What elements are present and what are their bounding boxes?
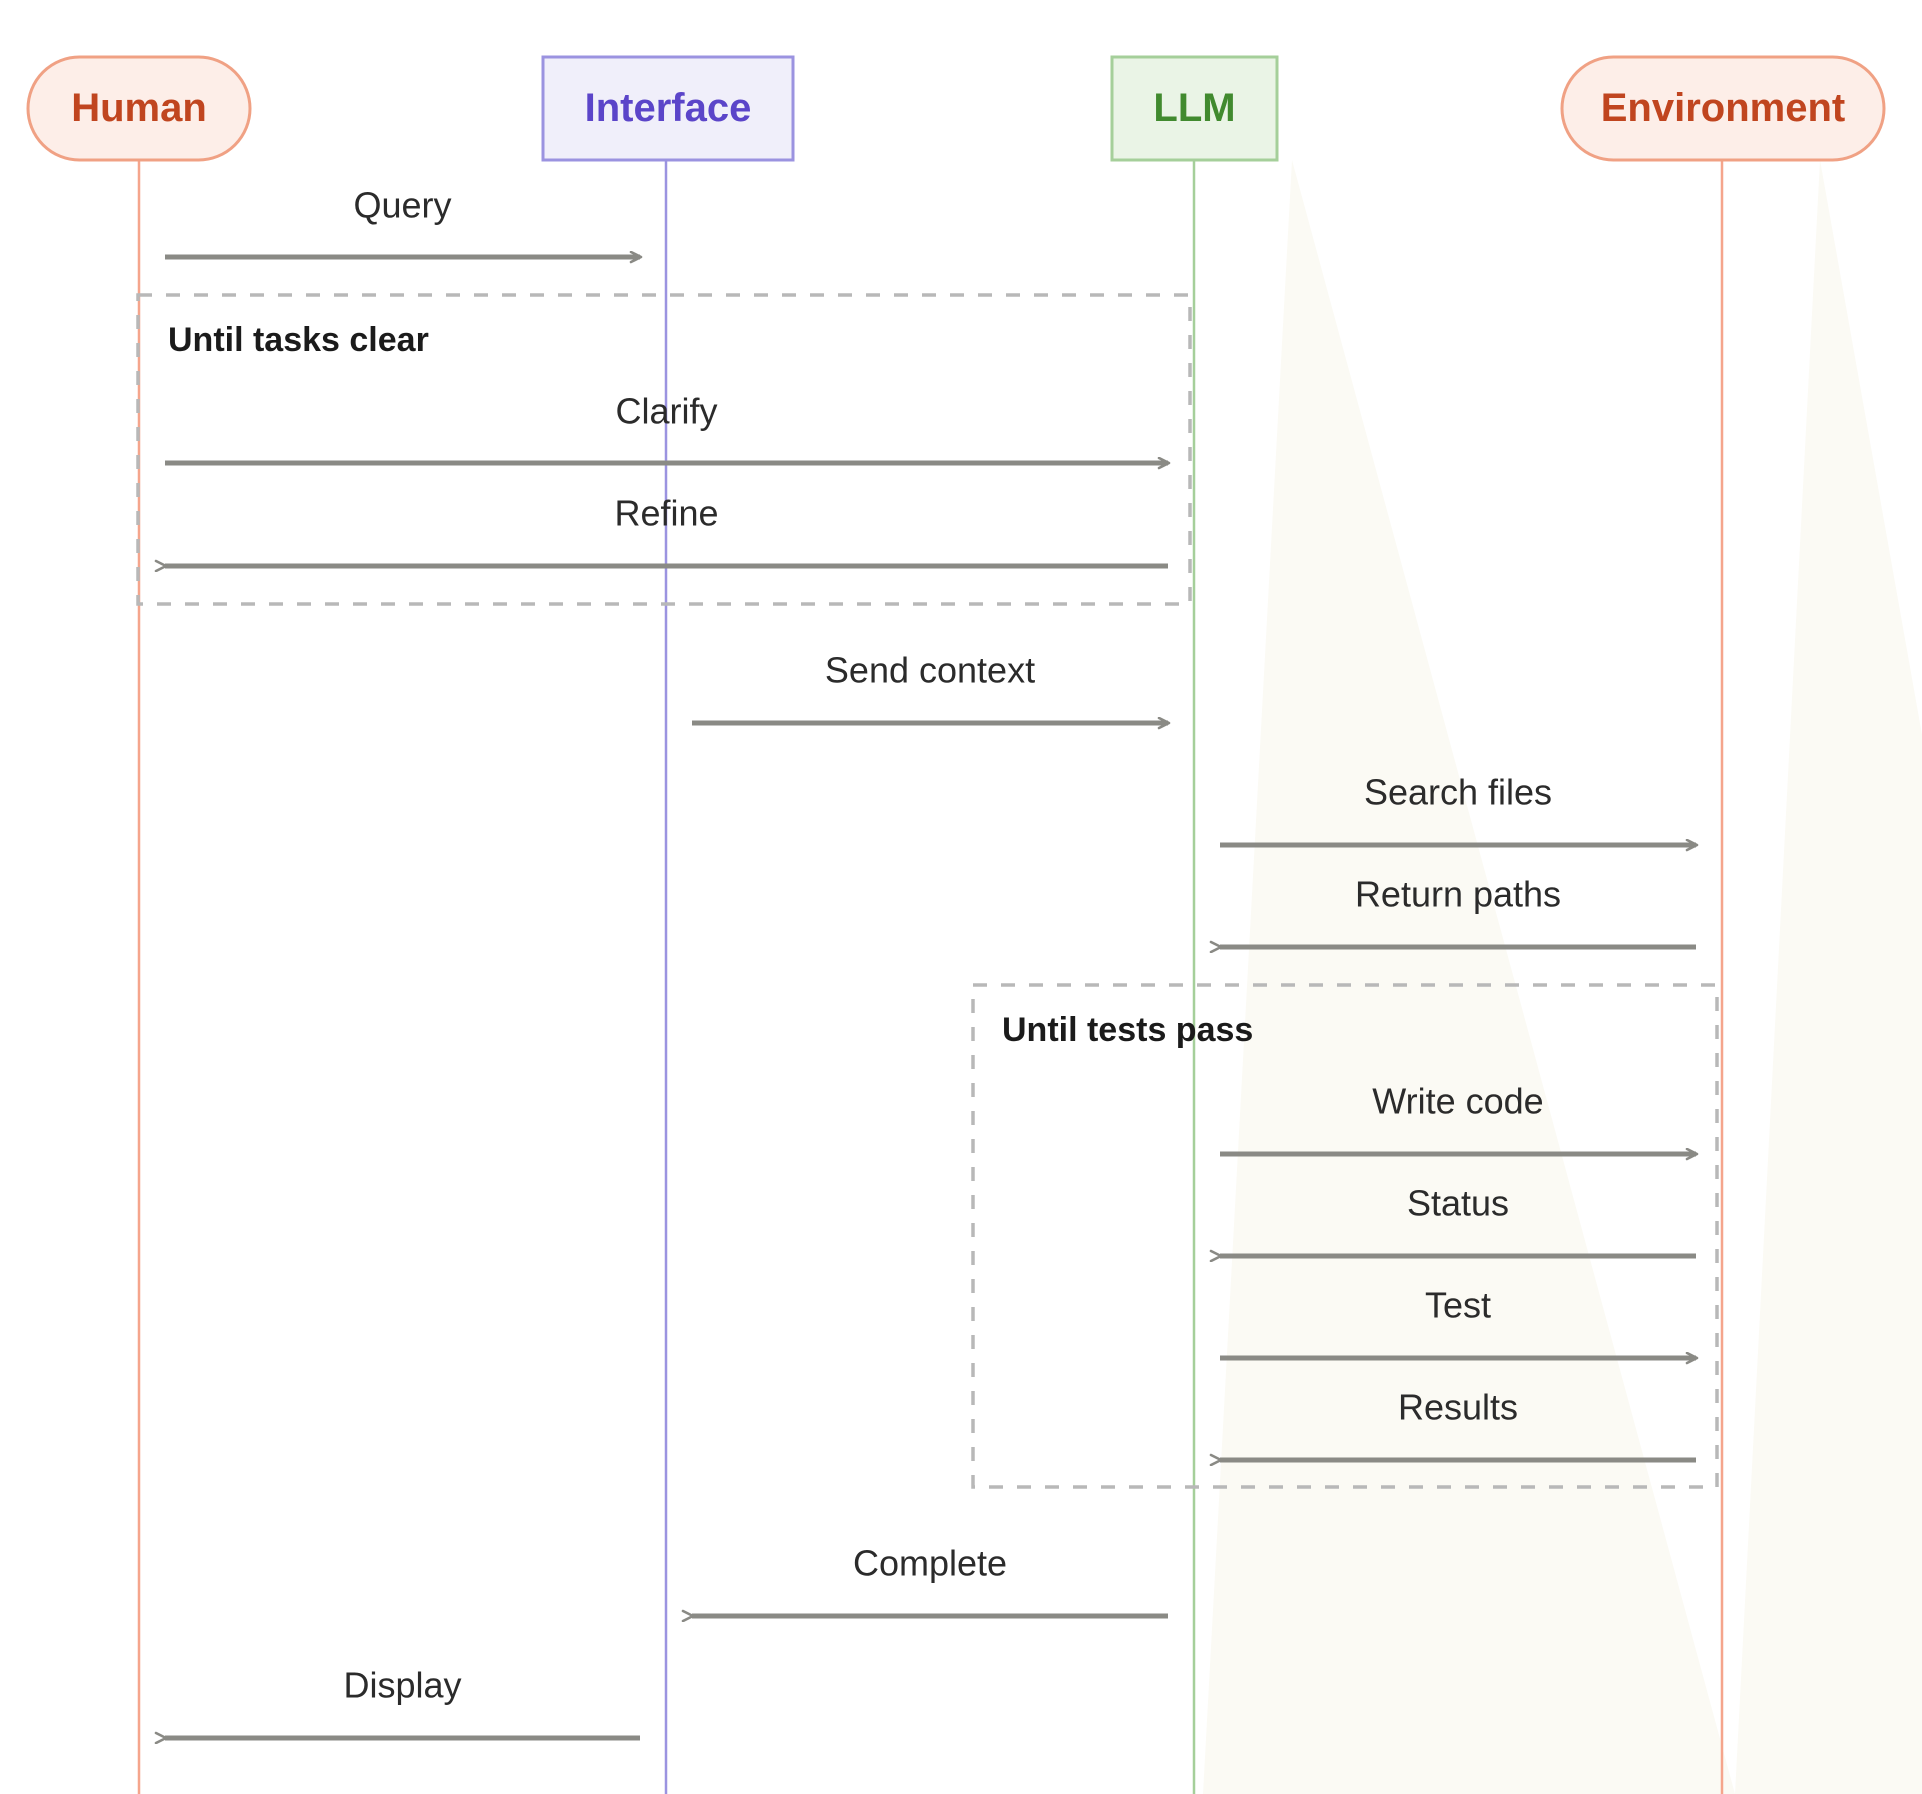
message-label-m5: Search files [1364,772,1552,813]
background-watermarks [1203,160,1922,1794]
message-label-m2: Clarify [615,391,717,432]
actor-box-interface[interactable] [541,55,795,162]
watermark-llm [1203,160,1735,1794]
loop-tasks-label: Until tasks clear [168,321,429,359]
message-m8: Status [1220,1183,1696,1256]
message-m9: Test [1220,1285,1696,1358]
message-m1: Query [165,185,640,257]
message-label-m7: Write code [1372,1081,1543,1122]
actor-label-environment: Environment [1601,86,1845,130]
actor-human[interactable]: Human [26,55,252,162]
actor-headers: Human Interface LLM Environment [26,55,1886,162]
message-label-m8: Status [1407,1183,1509,1224]
message-label-m12: Display [343,1665,461,1706]
message-m11: Complete [692,1543,1168,1616]
message-label-m1: Query [353,185,451,226]
message-m3: Refine [165,493,1168,566]
message-label-m10: Results [1398,1387,1518,1428]
loop-tests-label: Until tests pass [1002,1011,1253,1049]
message-m10: Results [1220,1387,1696,1460]
actor-box-human[interactable] [26,55,252,162]
actor-llm[interactable]: LLM [1110,55,1279,162]
actor-box-llm[interactable] [1110,55,1279,162]
actor-box-environment[interactable] [1560,55,1886,162]
message-label-m4: Send context [825,650,1035,691]
message-label-m11: Complete [853,1543,1007,1584]
message-m5: Search files [1220,772,1696,845]
message-label-m3: Refine [614,493,718,534]
watermark-environment [1735,160,1922,1794]
message-label-m6: Return paths [1355,874,1561,915]
actor-environment[interactable]: Environment [1560,55,1886,162]
message-m12: Display [165,1665,640,1738]
message-m2: Clarify [165,391,1168,463]
message-m4: Send context [692,650,1168,723]
actor-label-human: Human [71,86,207,130]
loop-tasks-border [136,293,1192,606]
actor-label-llm: LLM [1153,86,1235,130]
loop-tests-border [971,983,1719,1489]
lifelines [137,160,1724,1794]
message-label-m9: Test [1425,1285,1491,1326]
message-m6: Return paths [1220,874,1696,947]
actor-label-interface: Interface [585,86,752,130]
message-m7: Write code [1220,1081,1696,1154]
actor-interface[interactable]: Interface [541,55,795,162]
